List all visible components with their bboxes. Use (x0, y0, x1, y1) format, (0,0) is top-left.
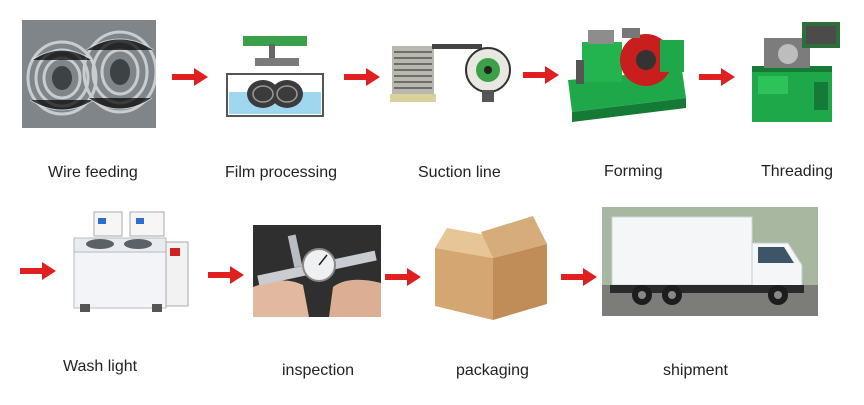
delivery-truck-icon (602, 207, 818, 316)
flow-arrow (172, 68, 208, 86)
wash-machine-icon (66, 208, 194, 314)
flow-arrow (699, 68, 735, 86)
step-label-forming: Forming (604, 163, 663, 180)
step-label-shipment: shipment (663, 362, 728, 379)
flow-arrow (20, 262, 56, 280)
flow-arrow (523, 66, 559, 84)
wire-coil-icon (22, 20, 156, 128)
flow-arrow (208, 266, 244, 284)
caliper-icon (253, 225, 381, 317)
cardboard-box-icon (429, 210, 553, 322)
film-tank-icon (225, 34, 325, 118)
threading-machine-icon (744, 18, 844, 126)
step-label-packaging: packaging (456, 362, 529, 379)
flow-arrow (344, 68, 380, 86)
flow-arrow (561, 268, 597, 286)
step-label-wash-light: Wash light (63, 358, 138, 375)
suction-drum-icon (388, 40, 516, 104)
forming-machine-icon (562, 20, 690, 124)
step-label-suction-line: Suction line (418, 164, 501, 181)
step-label-wire-feeding: Wire feeding (48, 164, 138, 181)
step-label-inspection: inspection (282, 362, 355, 379)
flow-arrow (385, 268, 421, 286)
step-label-threading: Threading (761, 163, 834, 180)
step-label-film-processing: Film processing (225, 164, 338, 181)
